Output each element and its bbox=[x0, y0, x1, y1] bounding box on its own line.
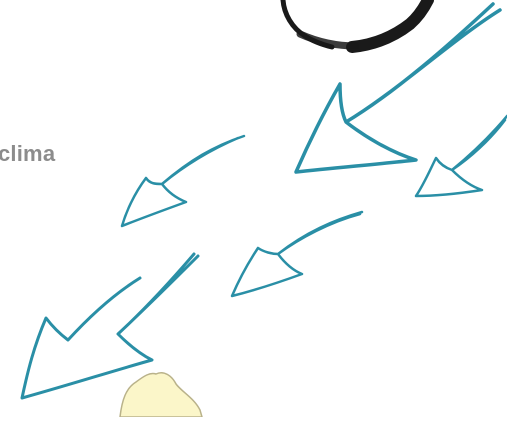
pale-yellow-blob-shape bbox=[120, 373, 202, 417]
lower-left-arrow-shape bbox=[22, 254, 198, 398]
middle-arrow-shape bbox=[232, 212, 362, 296]
circle-outline-icon bbox=[283, 0, 428, 47]
lower-left-arrow-icon bbox=[22, 254, 198, 398]
right-arrow-shape bbox=[416, 116, 507, 196]
right-arrow-icon bbox=[416, 116, 507, 196]
blob-shape bbox=[120, 373, 202, 417]
upper-left-arrow-shape bbox=[122, 136, 244, 226]
clima-label: clima bbox=[0, 141, 55, 167]
ring-stroke-right bbox=[352, 0, 428, 47]
middle-arrow-icon bbox=[232, 212, 362, 296]
ring-stroke-bottom bbox=[300, 34, 356, 46]
upper-left-arrow-icon bbox=[122, 136, 244, 226]
